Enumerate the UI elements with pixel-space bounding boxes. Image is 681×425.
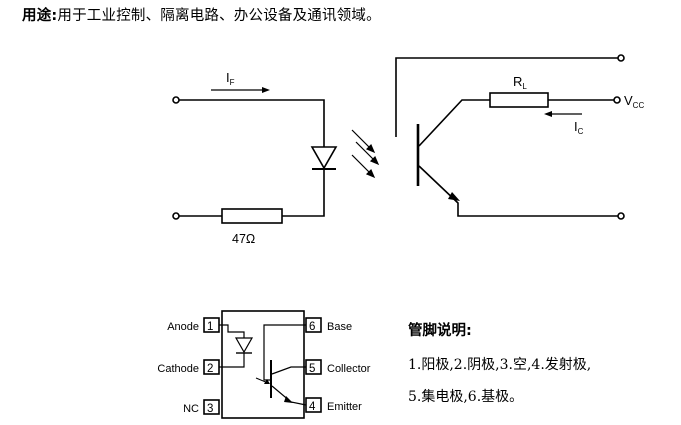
pin-number-2: 2 [207,363,213,375]
vcc-label: VCC [624,93,644,110]
pin-name-nc: NC [183,403,199,415]
input-wire-top [179,99,325,147]
input-circuit [172,87,338,224]
load-resistor [489,92,549,108]
output-circuit [395,54,625,220]
resistor-label: 47Ω [232,232,255,246]
ic-label: IC [574,119,584,136]
output-terminal-top [617,54,625,62]
pin-name-emitter: Emitter [327,401,362,413]
pin-name-collector: Collector [327,363,371,375]
pin-number-4: 4 [309,401,316,413]
input-terminal-top [172,96,180,104]
pin-numbers: 1 2 3 6 5 4 [207,321,316,415]
output-terminal-bottom [617,212,625,220]
pin-name-cathode: Cathode [157,363,199,375]
emitter-arrow [448,192,460,201]
rl-label: RL [513,74,527,91]
led-triangle [310,146,338,170]
light-arrows [351,129,380,179]
ic-arrow-head [544,111,552,117]
package-body [221,310,305,419]
usage-label: 用途: [22,8,58,24]
output-wire-top [395,57,618,137]
emitter-lead [418,165,618,217]
pin-box-3 [203,399,220,415]
pin-number-6: 6 [309,321,315,333]
if-arrow-head [262,87,270,93]
vcc-terminal [613,96,621,104]
package-led [234,337,254,354]
pin-number-3: 3 [207,403,213,415]
pin-description-line-2: 5.集电极,6.基极。 [408,389,524,405]
pin-name-anode: Anode [167,321,199,333]
pin-number-1: 1 [207,321,213,333]
usage-text: 用于工业控制、隔离电路、办公设备及通讯领域。 [57,8,381,24]
pin-name-base: Base [327,321,352,333]
pin-names: Anode Cathode NC Base Collector Emitter [157,321,370,415]
if-label: IF [226,70,235,87]
pin-description-title: 管脚说明: [408,323,472,339]
pin-description-line-1: 1.阳极,2.阴极,3.空,4.发射极, [408,357,592,373]
input-terminal-bottom [172,212,180,220]
resistor-47 [221,208,283,224]
usage-line: 用途:用于工业控制、隔离电路、办公设备及通讯领域。 [22,4,381,25]
input-wire-right [282,169,325,217]
collector-lead [418,99,490,147]
pin-number-5: 5 [309,363,315,375]
package [203,310,322,419]
